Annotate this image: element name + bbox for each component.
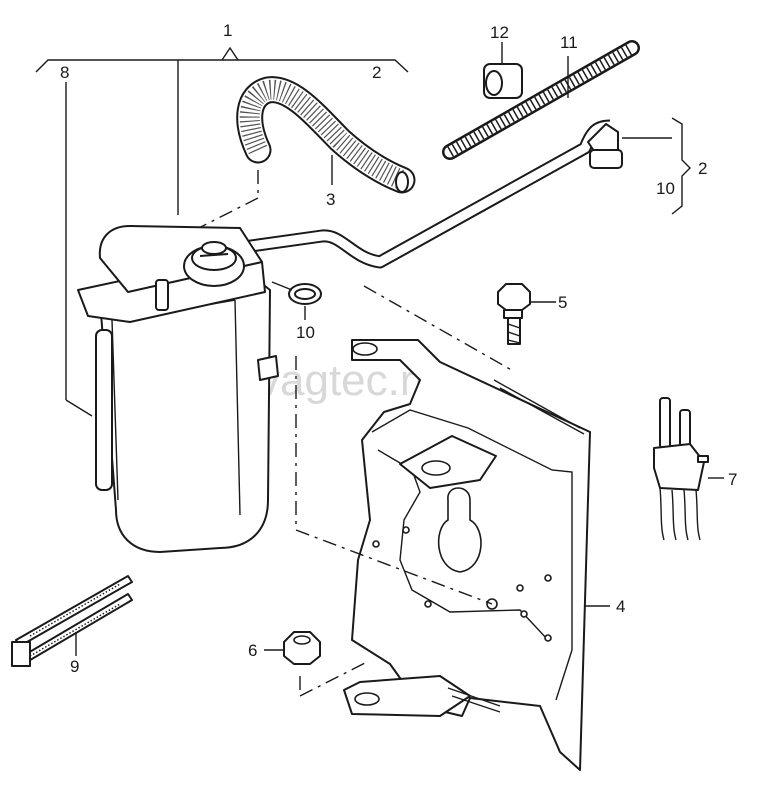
callout-4: 4 (616, 597, 625, 616)
callout-1: 1 (223, 21, 232, 40)
mounting-dash-lines (295, 285, 516, 697)
part-12-sleeve (483, 42, 523, 99)
callout-3: 3 (326, 190, 335, 209)
callout-labels: 1 2 2 3 4 5 6 7 8 9 10 10 11 12 (60, 21, 737, 676)
callout-11: 11 (560, 33, 578, 52)
callout-2-top: 2 (372, 63, 381, 82)
callout-7: 7 (728, 470, 737, 489)
callout-2-right: 2 (698, 159, 707, 178)
part-3-hose (174, 76, 416, 241)
callout-8: 8 (60, 63, 69, 82)
callout-12: 12 (490, 23, 509, 42)
callout-10-right: 10 (656, 179, 675, 198)
assembly-bracket (35, 46, 409, 417)
carbon-canister (77, 225, 279, 553)
callout-10-mid: 10 (296, 323, 315, 342)
vent-line (221, 119, 672, 269)
part-9-cable-ties (11, 575, 133, 667)
part-6-nut (264, 631, 321, 665)
part-5-bolt (497, 283, 556, 345)
callout-5: 5 (558, 293, 567, 312)
part-4-mounting-plate (343, 339, 610, 771)
right-bracket-2-10 (671, 117, 691, 215)
part-7-line-holder (653, 397, 724, 541)
callout-6: 6 (248, 641, 257, 660)
part-10-o-ring (271, 281, 322, 320)
callout-9: 9 (70, 657, 79, 676)
part-11-corrugated-hose (442, 40, 640, 160)
